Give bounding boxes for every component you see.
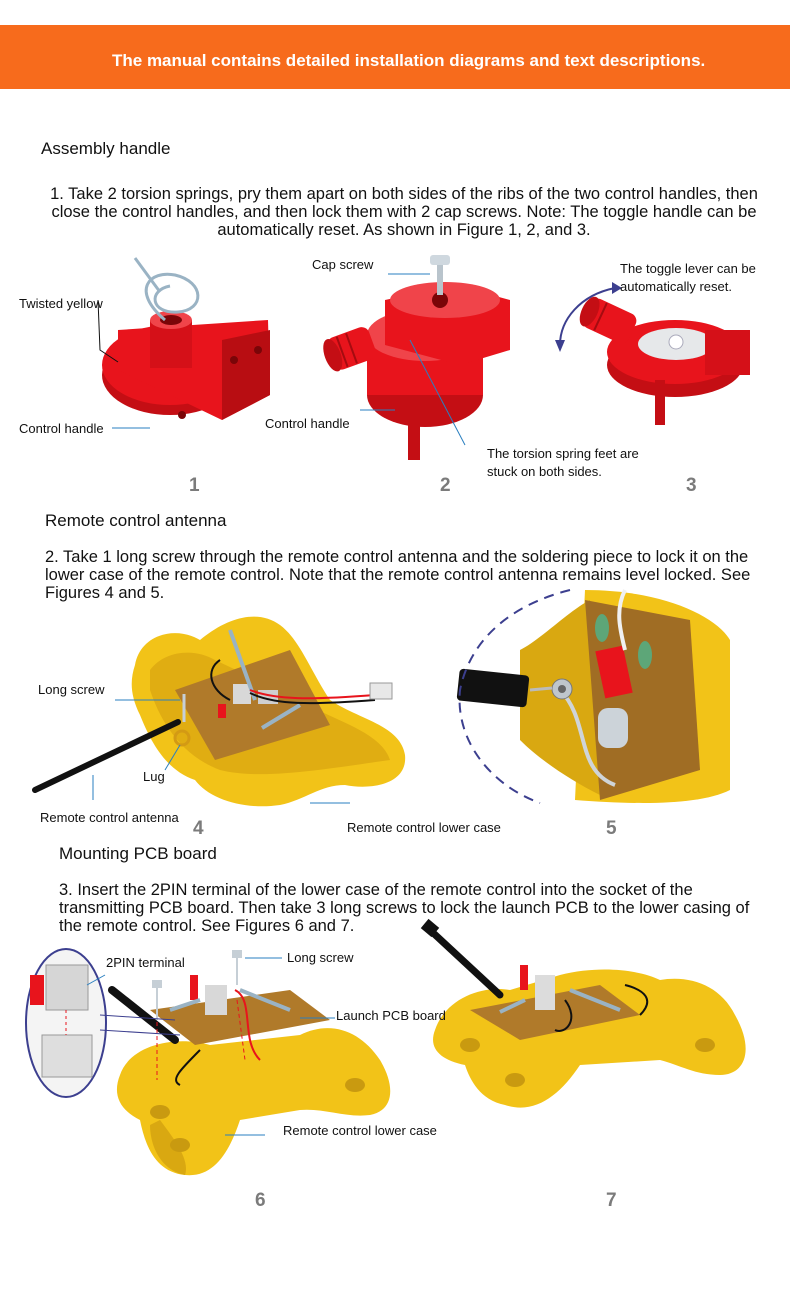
label-twisted-yellow: Twisted yellow (19, 296, 103, 311)
figure-number-7: 7 (606, 1190, 617, 1211)
section-paragraph-remote-antenna: 2. Take 1 long screw through the remote … (45, 548, 751, 602)
figure-1-handle (102, 257, 270, 420)
label-lug: Lug (143, 769, 165, 784)
figure-number-2: 2 (440, 475, 451, 496)
figure-number-6: 6 (255, 1190, 266, 1211)
section-heading-assembly-handle: Assembly handle (41, 139, 171, 158)
figure-number-5: 5 (606, 818, 617, 839)
figure-number-1: 1 (189, 475, 200, 496)
figure-number-3: 3 (686, 475, 697, 496)
figure-6-exploded (25, 948, 391, 1176)
label-control-handle-1: Control handle (19, 421, 104, 436)
section-paragraph-assembly-handle: 1. Take 2 torsion springs, pry them apar… (50, 185, 758, 239)
label-toggle-lever: The toggle lever can be automatically re… (620, 261, 756, 294)
figure-5-closeup (456, 589, 730, 804)
top-banner (0, 25, 790, 89)
figure-4-lower-case (32, 616, 406, 807)
label-lower-case-4: Remote control lower case (347, 820, 501, 835)
figure-2-handle-assembly (323, 255, 510, 460)
label-long-screw-4: Long screw (38, 682, 105, 697)
section-paragraph-mounting-pcb: 3. Insert the 2PIN terminal of the lower… (59, 881, 750, 935)
label-launch-pcb: Launch PCB board (336, 1008, 446, 1023)
label-cap-screw: Cap screw (312, 257, 374, 272)
label-control-handle-2: Control handle (265, 416, 350, 431)
label-remote-antenna: Remote control antenna (40, 810, 179, 825)
figure-3-toggle-lever (579, 296, 750, 425)
figure-7-assembled (420, 918, 746, 1108)
label-torsion-spring-feet: The torsion spring feet are stuck on bot… (487, 446, 639, 479)
section-heading-remote-antenna: Remote control antenna (45, 511, 227, 530)
label-2pin-terminal: 2PIN terminal (106, 955, 185, 970)
banner-text: The manual contains detailed installatio… (112, 51, 706, 70)
figure-number-4: 4 (193, 818, 204, 839)
label-lower-case-6: Remote control lower case (283, 1123, 437, 1138)
section-heading-mounting-pcb: Mounting PCB board (59, 844, 217, 863)
label-long-screw-6: Long screw (287, 950, 354, 965)
